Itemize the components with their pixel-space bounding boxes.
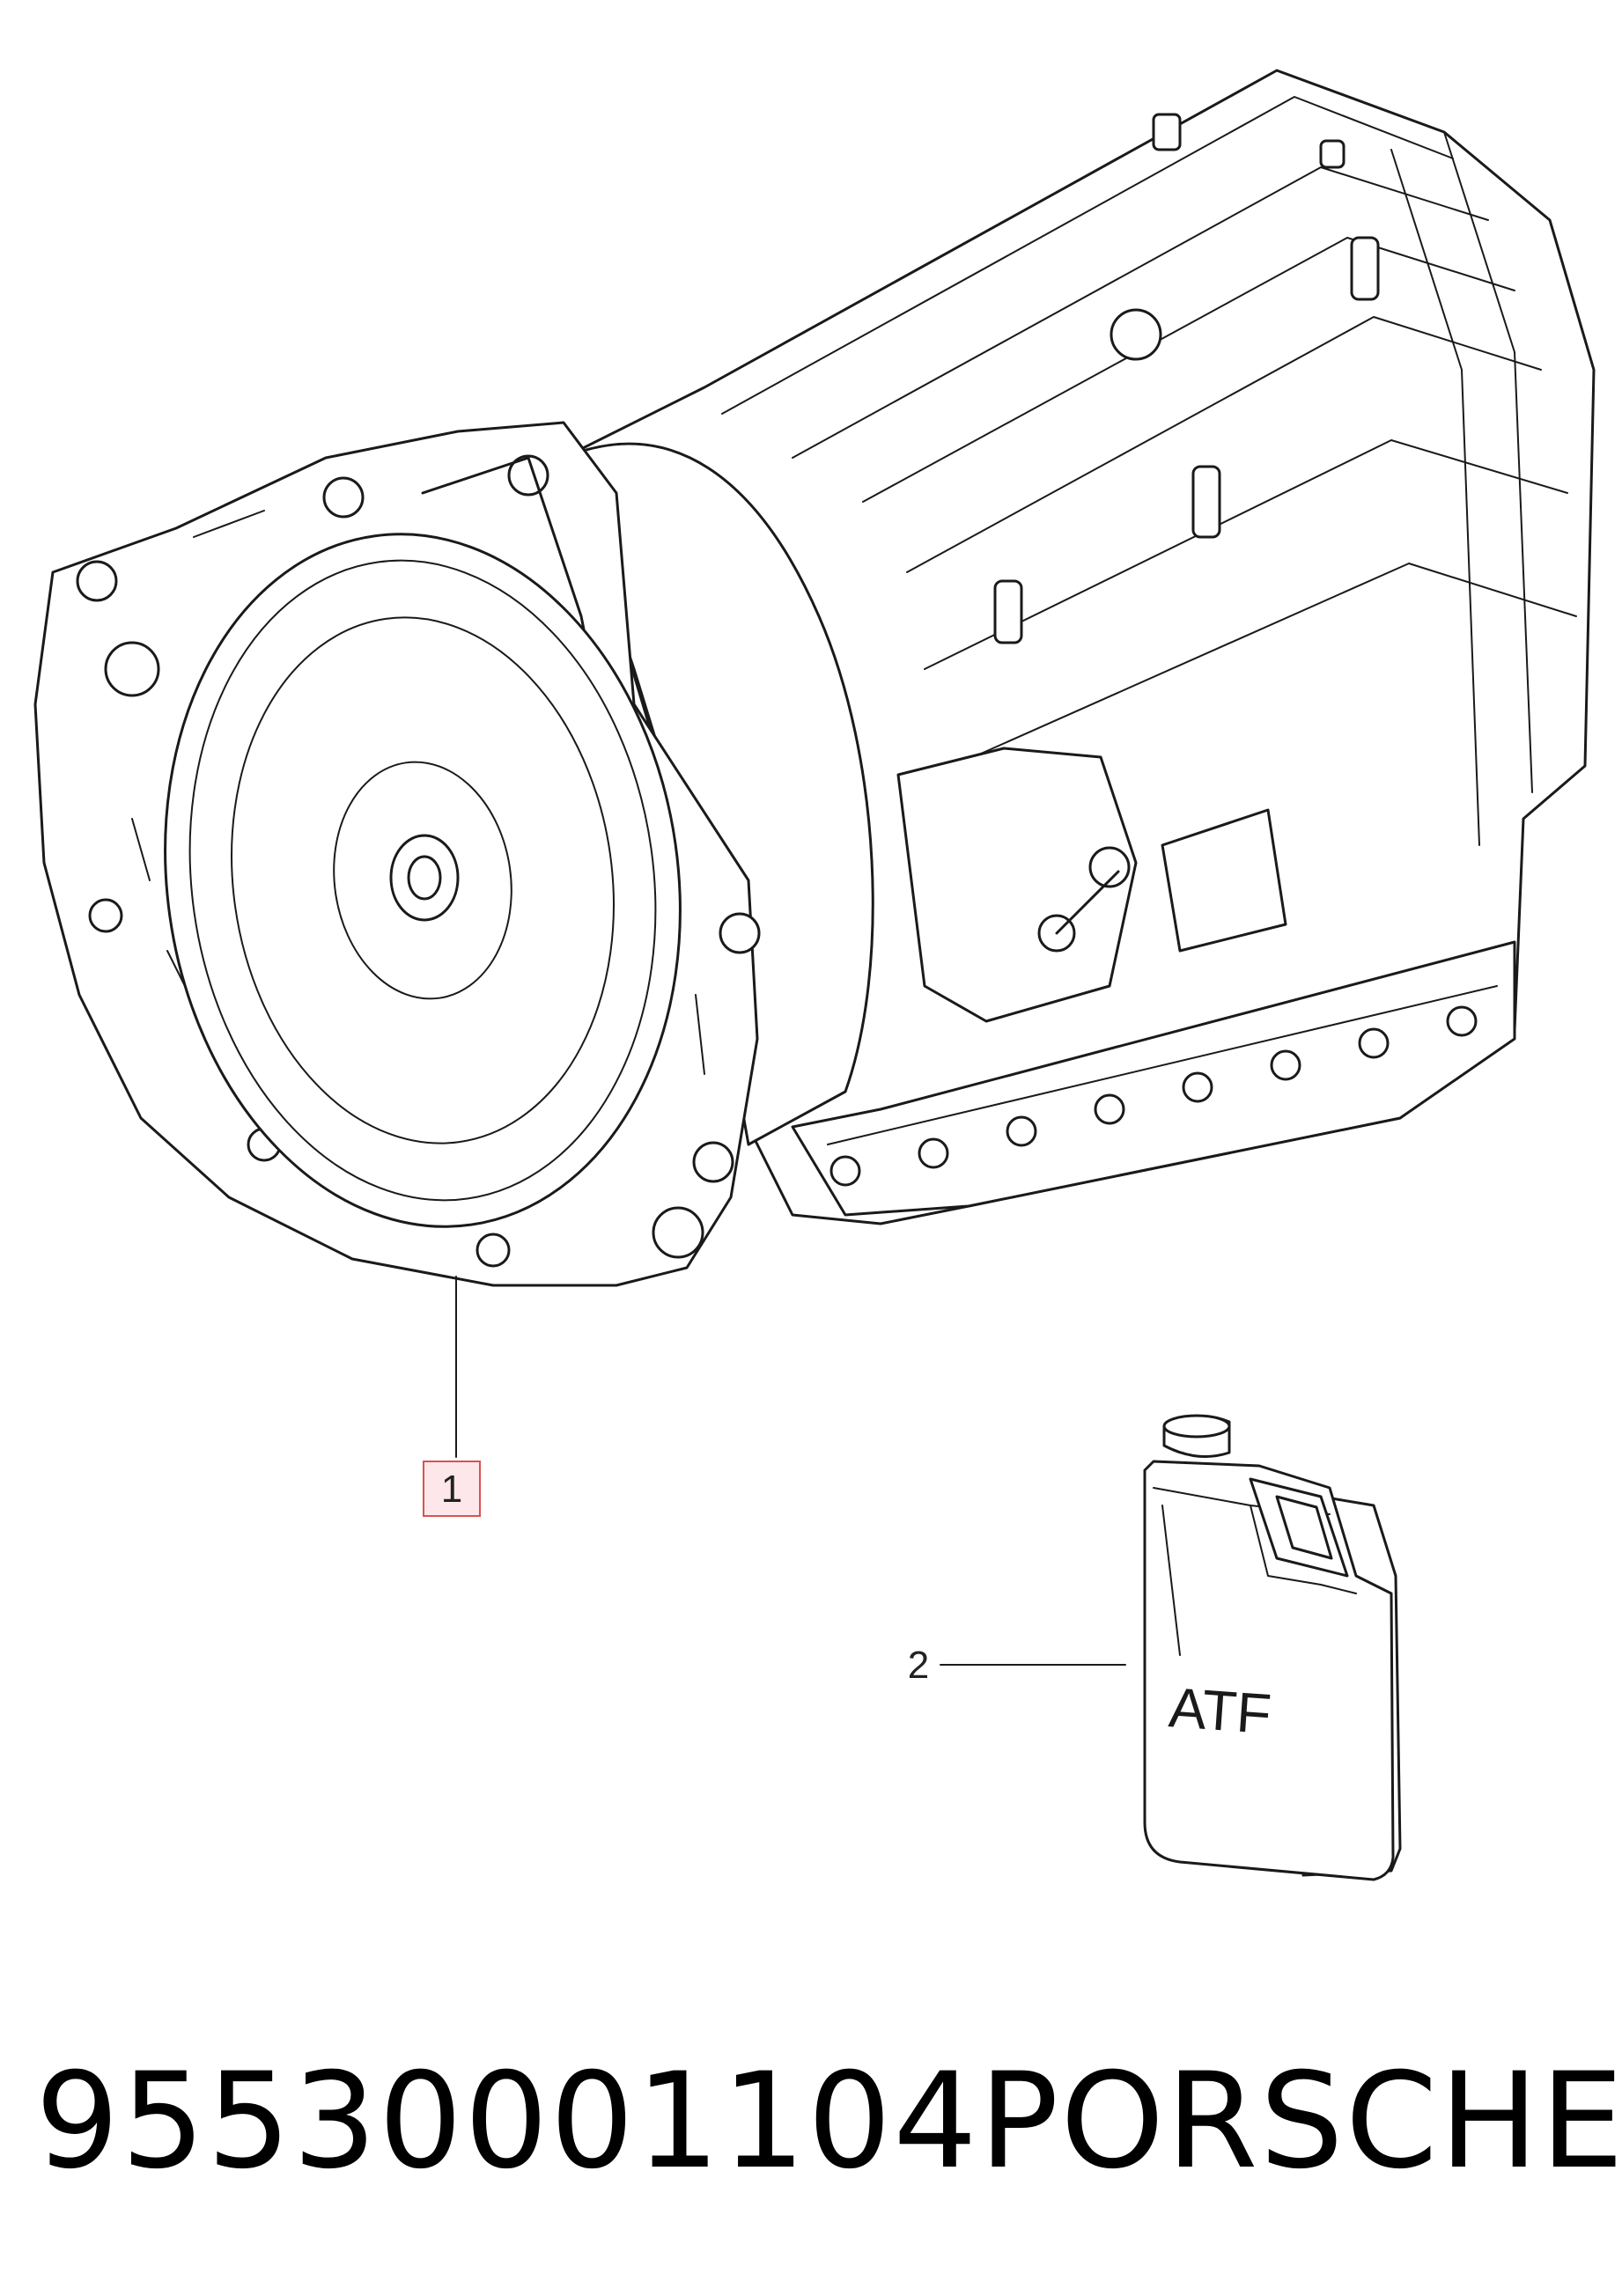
part-number: 95530001104 — [35, 2045, 979, 2198]
transmission-drawing — [33, 69, 1596, 1287]
part-footer: 95530001104 PORSCHE — [35, 2045, 1622, 2198]
callout-number-2: 2 — [908, 1644, 929, 1687]
atf-oil-container-drawing: ATF — [1143, 1414, 1402, 1881]
callout-1[interactable]: 1 — [423, 1276, 481, 1517]
callout-number-1: 1 — [441, 1468, 462, 1511]
callout-2[interactable]: 2 — [908, 1644, 1126, 1687]
brand-name: PORSCHE — [978, 2045, 1622, 2198]
container-label: ATF — [1167, 1675, 1273, 1746]
